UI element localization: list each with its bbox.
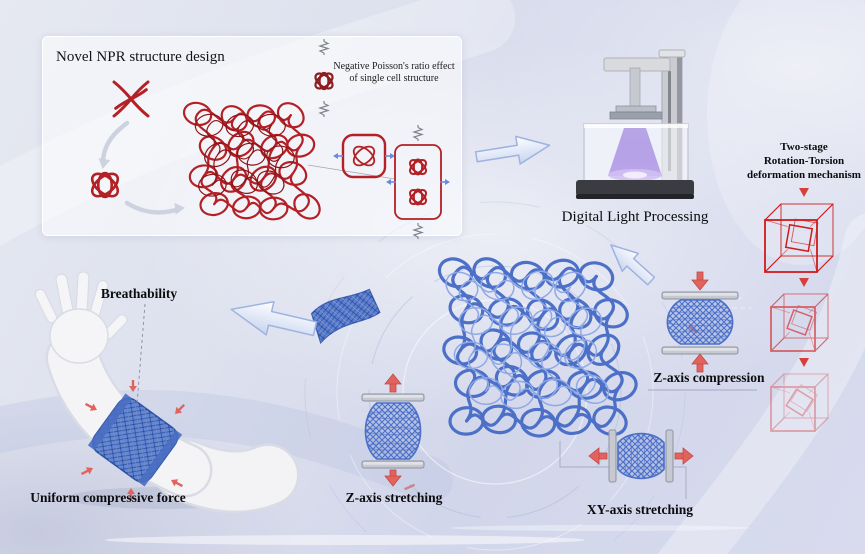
breathability-label: Breathability bbox=[100, 286, 178, 301]
deformation-mechanism-block: Two-stage Rotation-Torsion deformation m… bbox=[745, 140, 863, 440]
npr-cell-note-line2: of single cell structure bbox=[349, 72, 439, 84]
mesh-fabric-patch-illustration bbox=[309, 288, 383, 344]
arrow-printer-to-lattice-icon bbox=[610, 244, 656, 286]
uniform-force-label: Uniform compressive force bbox=[30, 490, 186, 505]
printed-lattice-cube-illustration bbox=[437, 257, 638, 438]
mechanism-label-line3: deformation mechanism bbox=[747, 169, 861, 181]
dlp-label: Digital Light Processing bbox=[561, 209, 709, 225]
npr-design-panel: Novel NPR structure design Negative Pois… bbox=[42, 36, 464, 239]
mechanism-label-line1: Two-stage bbox=[780, 141, 828, 153]
z-compression-label: Z-axis compression bbox=[653, 370, 765, 385]
npr-structures-illustration bbox=[90, 39, 450, 239]
xy-stretching-label: XY-axis stretching bbox=[586, 502, 694, 517]
arrow-lattice-to-arm-icon bbox=[230, 301, 318, 337]
z-stretching-test-illustration bbox=[361, 373, 425, 487]
npr-cell-note: Negative Poisson's ratio effect of singl… bbox=[324, 61, 464, 84]
npr-cell-note-line1: Negative Poisson's ratio effect bbox=[333, 61, 455, 72]
xy-stretching-test-illustration bbox=[588, 429, 694, 483]
rotation-torsion-cubes-illustration bbox=[764, 188, 834, 432]
z-compression-test-illustration bbox=[661, 271, 739, 373]
z-stretching-label: Z-axis stretching bbox=[345, 490, 443, 505]
arm-with-sleeve-illustration bbox=[34, 271, 300, 514]
mechanism-label-line2: Rotation-Torsion bbox=[763, 155, 845, 167]
arrow-design-to-printer-icon bbox=[474, 135, 551, 165]
dlp-printer-illustration bbox=[576, 49, 694, 199]
npr-panel-title: Novel NPR structure design bbox=[56, 49, 225, 65]
